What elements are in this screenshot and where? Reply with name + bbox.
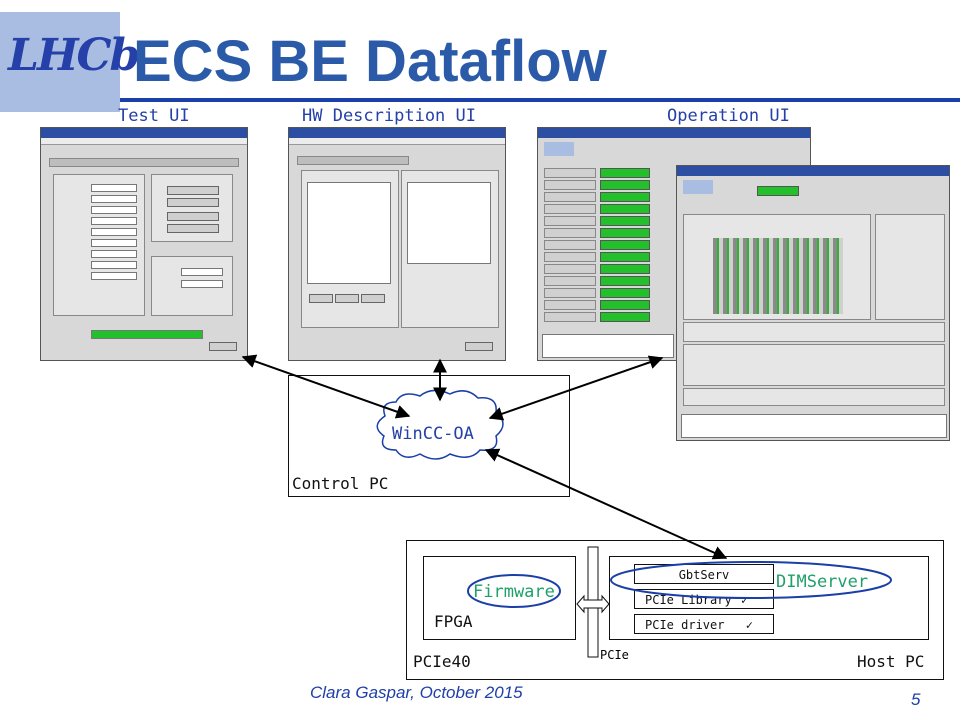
gbtserv-cell: GbtServ: [634, 564, 774, 584]
op-ui-label: Operation UI: [667, 106, 790, 126]
pcie40-label: PCIe40: [413, 652, 471, 671]
firmware-ellipse: [467, 574, 561, 608]
arrow-test-ui: [241, 354, 411, 419]
logo-text: LHCb: [8, 30, 140, 81]
pcie-driver-cell: PCIe driver ✓: [634, 614, 774, 634]
arrow-op-ui: [488, 355, 664, 421]
pcie-driver-label: PCIe driver: [645, 618, 725, 632]
fpga-label: FPGA: [434, 612, 473, 631]
gbtserv-label: GbtServ: [678, 568, 730, 582]
check-icon: ✓: [745, 618, 753, 632]
footer-author: Clara Gaspar, October 2015: [310, 683, 523, 702]
host-pc-label: Host PC: [857, 652, 925, 671]
hw-ui-screenshot: [288, 127, 506, 361]
check-icon: ✓: [740, 593, 749, 607]
dimserver-label: DIMServer: [776, 572, 869, 592]
hw-ui-label: HW Description UI: [302, 106, 476, 126]
dimserver-ellipse: [610, 561, 892, 599]
title-rule: [120, 98, 960, 102]
wincc-oa-label: WinCC-OA: [392, 424, 474, 444]
lhcb-logo: [0, 12, 120, 112]
page-number: 5: [911, 690, 921, 709]
arrow-dimserver: [484, 448, 728, 560]
test-ui-screenshot: [40, 127, 248, 361]
test-ui-label: Test UI: [118, 106, 190, 126]
page-title: ECS BE Dataflow: [133, 29, 607, 94]
control-pc-label: Control PC: [292, 474, 389, 493]
pcie-double-arrow-icon: [576, 594, 610, 614]
pcie-bus-label: PCIe: [600, 648, 629, 662]
op-ui-device-screenshot: [676, 165, 950, 441]
firmware-label: Firmware: [473, 582, 555, 602]
